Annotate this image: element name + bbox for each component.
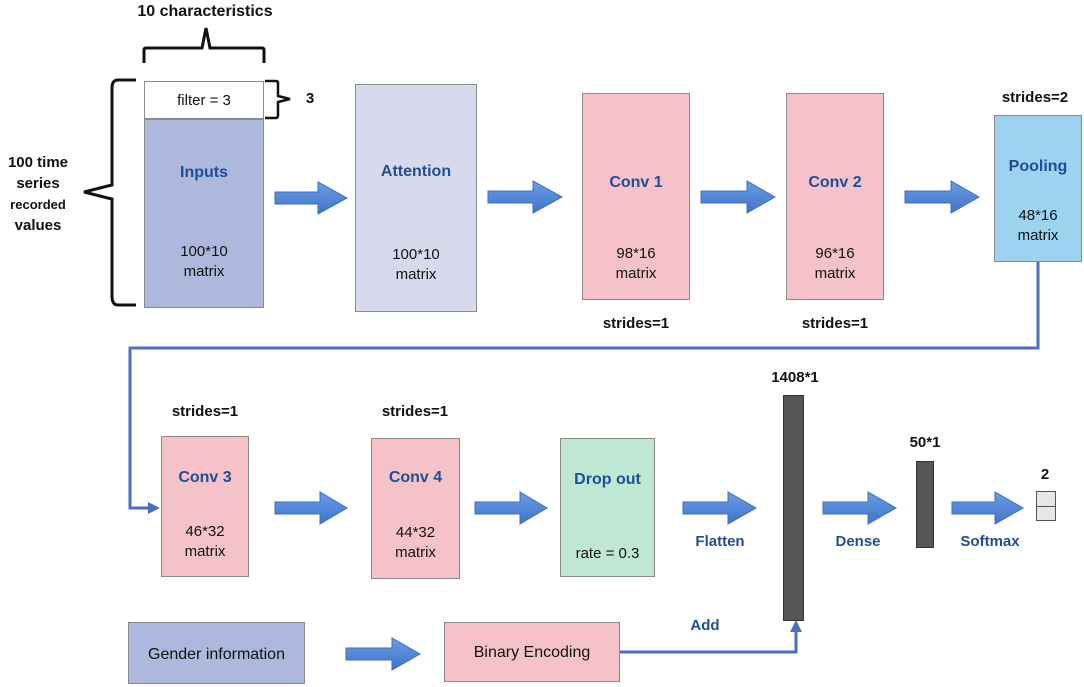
conv2-node: Conv 2 96*16 matrix: [786, 93, 884, 300]
add-connector: [620, 628, 798, 654]
conv2-strides: strides=1: [801, 315, 869, 332]
add-label: Add: [690, 617, 720, 634]
conv4-title: Conv 4: [388, 469, 443, 486]
flatten-vector: [783, 395, 804, 621]
arrow-flatten-dense: [822, 491, 898, 525]
filter-brace: [265, 79, 291, 120]
conv4-strides: strides=1: [381, 403, 449, 420]
conv3-size: 46*32: [185, 523, 225, 540]
conv2-type: matrix: [814, 265, 856, 282]
conv1-type: matrix: [615, 265, 657, 282]
conv3-node: Conv 3 46*32 matrix: [161, 436, 249, 577]
arrow-attention-conv1: [487, 180, 564, 214]
gender-node: Gender information: [128, 622, 305, 684]
pooling-size: 48*16: [1018, 207, 1058, 224]
attention-node: Attention 100*10 matrix: [355, 84, 477, 312]
arrow-conv2-pooling: [904, 180, 981, 214]
arrow-conv1-conv2: [700, 180, 777, 214]
add-arrowhead: [790, 620, 802, 632]
characteristics-label: 10 characteristics: [137, 3, 273, 20]
inputs-node: Inputs 100*10 matrix: [144, 119, 264, 308]
binary-encoding-label: Binary Encoding: [473, 644, 591, 661]
dense-label: Dense: [835, 533, 881, 550]
conv1-size: 98*16: [616, 245, 656, 262]
time-series-label: 100 time series recorded values: [7, 154, 69, 234]
conv3-strides: strides=1: [171, 403, 239, 420]
pooling-to-conv3-arrowhead: [148, 502, 160, 514]
conv4-type: matrix: [395, 544, 436, 561]
inputs-type: matrix: [183, 263, 225, 280]
output-size-label: 2: [1040, 466, 1050, 483]
conv1-node: Conv 1 98*16 matrix: [582, 93, 690, 300]
flatten-label: Flatten: [695, 533, 745, 550]
left-brace: [83, 78, 136, 307]
dropout-node: Drop out rate = 0.3: [560, 438, 655, 577]
binary-encoding-node: Binary Encoding: [444, 622, 620, 682]
pooling-node: Pooling 48*16 matrix: [994, 115, 1082, 262]
dense-size-label: 50*1: [909, 434, 941, 451]
conv3-title: Conv 3: [178, 469, 232, 486]
conv4-node: Conv 4 44*32 matrix: [371, 438, 460, 579]
arrow-dense-output: [951, 491, 1025, 525]
conv1-strides: strides=1: [602, 315, 670, 332]
dense-vector: [916, 461, 934, 548]
attention-type: matrix: [395, 266, 437, 283]
conv1-title: Conv 1: [609, 174, 663, 191]
inputs-title: Inputs: [180, 164, 228, 181]
attention-title: Attention: [380, 163, 452, 180]
output-vector: [1036, 491, 1056, 521]
gender-label: Gender information: [148, 646, 285, 663]
conv2-size: 96*16: [815, 245, 855, 262]
top-brace: [142, 27, 266, 63]
conv3-type: matrix: [184, 543, 226, 560]
arrow-conv3-conv4: [274, 491, 348, 525]
pooling-title: Pooling: [1008, 158, 1068, 175]
filter-box: filter = 3: [144, 81, 264, 119]
inputs-size: 100*10: [180, 243, 228, 260]
dropout-rate: rate = 0.3: [575, 545, 640, 562]
pooling-strides: strides=2: [1001, 89, 1069, 106]
arrow-gender-binary: [345, 637, 422, 671]
filter-height-label: 3: [305, 90, 315, 107]
dropout-title: Drop out: [574, 471, 641, 488]
arrow-dropout-flatten: [682, 491, 758, 525]
attention-size: 100*10: [392, 246, 440, 263]
conv4-size: 44*32: [395, 524, 436, 541]
pooling-to-conv3-connector: [128, 262, 1040, 510]
pooling-type: matrix: [1017, 227, 1059, 244]
arrow-inputs-attention: [274, 181, 349, 215]
filter-label: filter = 3: [177, 92, 231, 109]
arrow-conv4-dropout: [474, 491, 548, 525]
flatten-size-label: 1408*1: [771, 369, 819, 386]
softmax-label: Softmax: [960, 533, 1020, 550]
conv2-title: Conv 2: [808, 174, 862, 191]
